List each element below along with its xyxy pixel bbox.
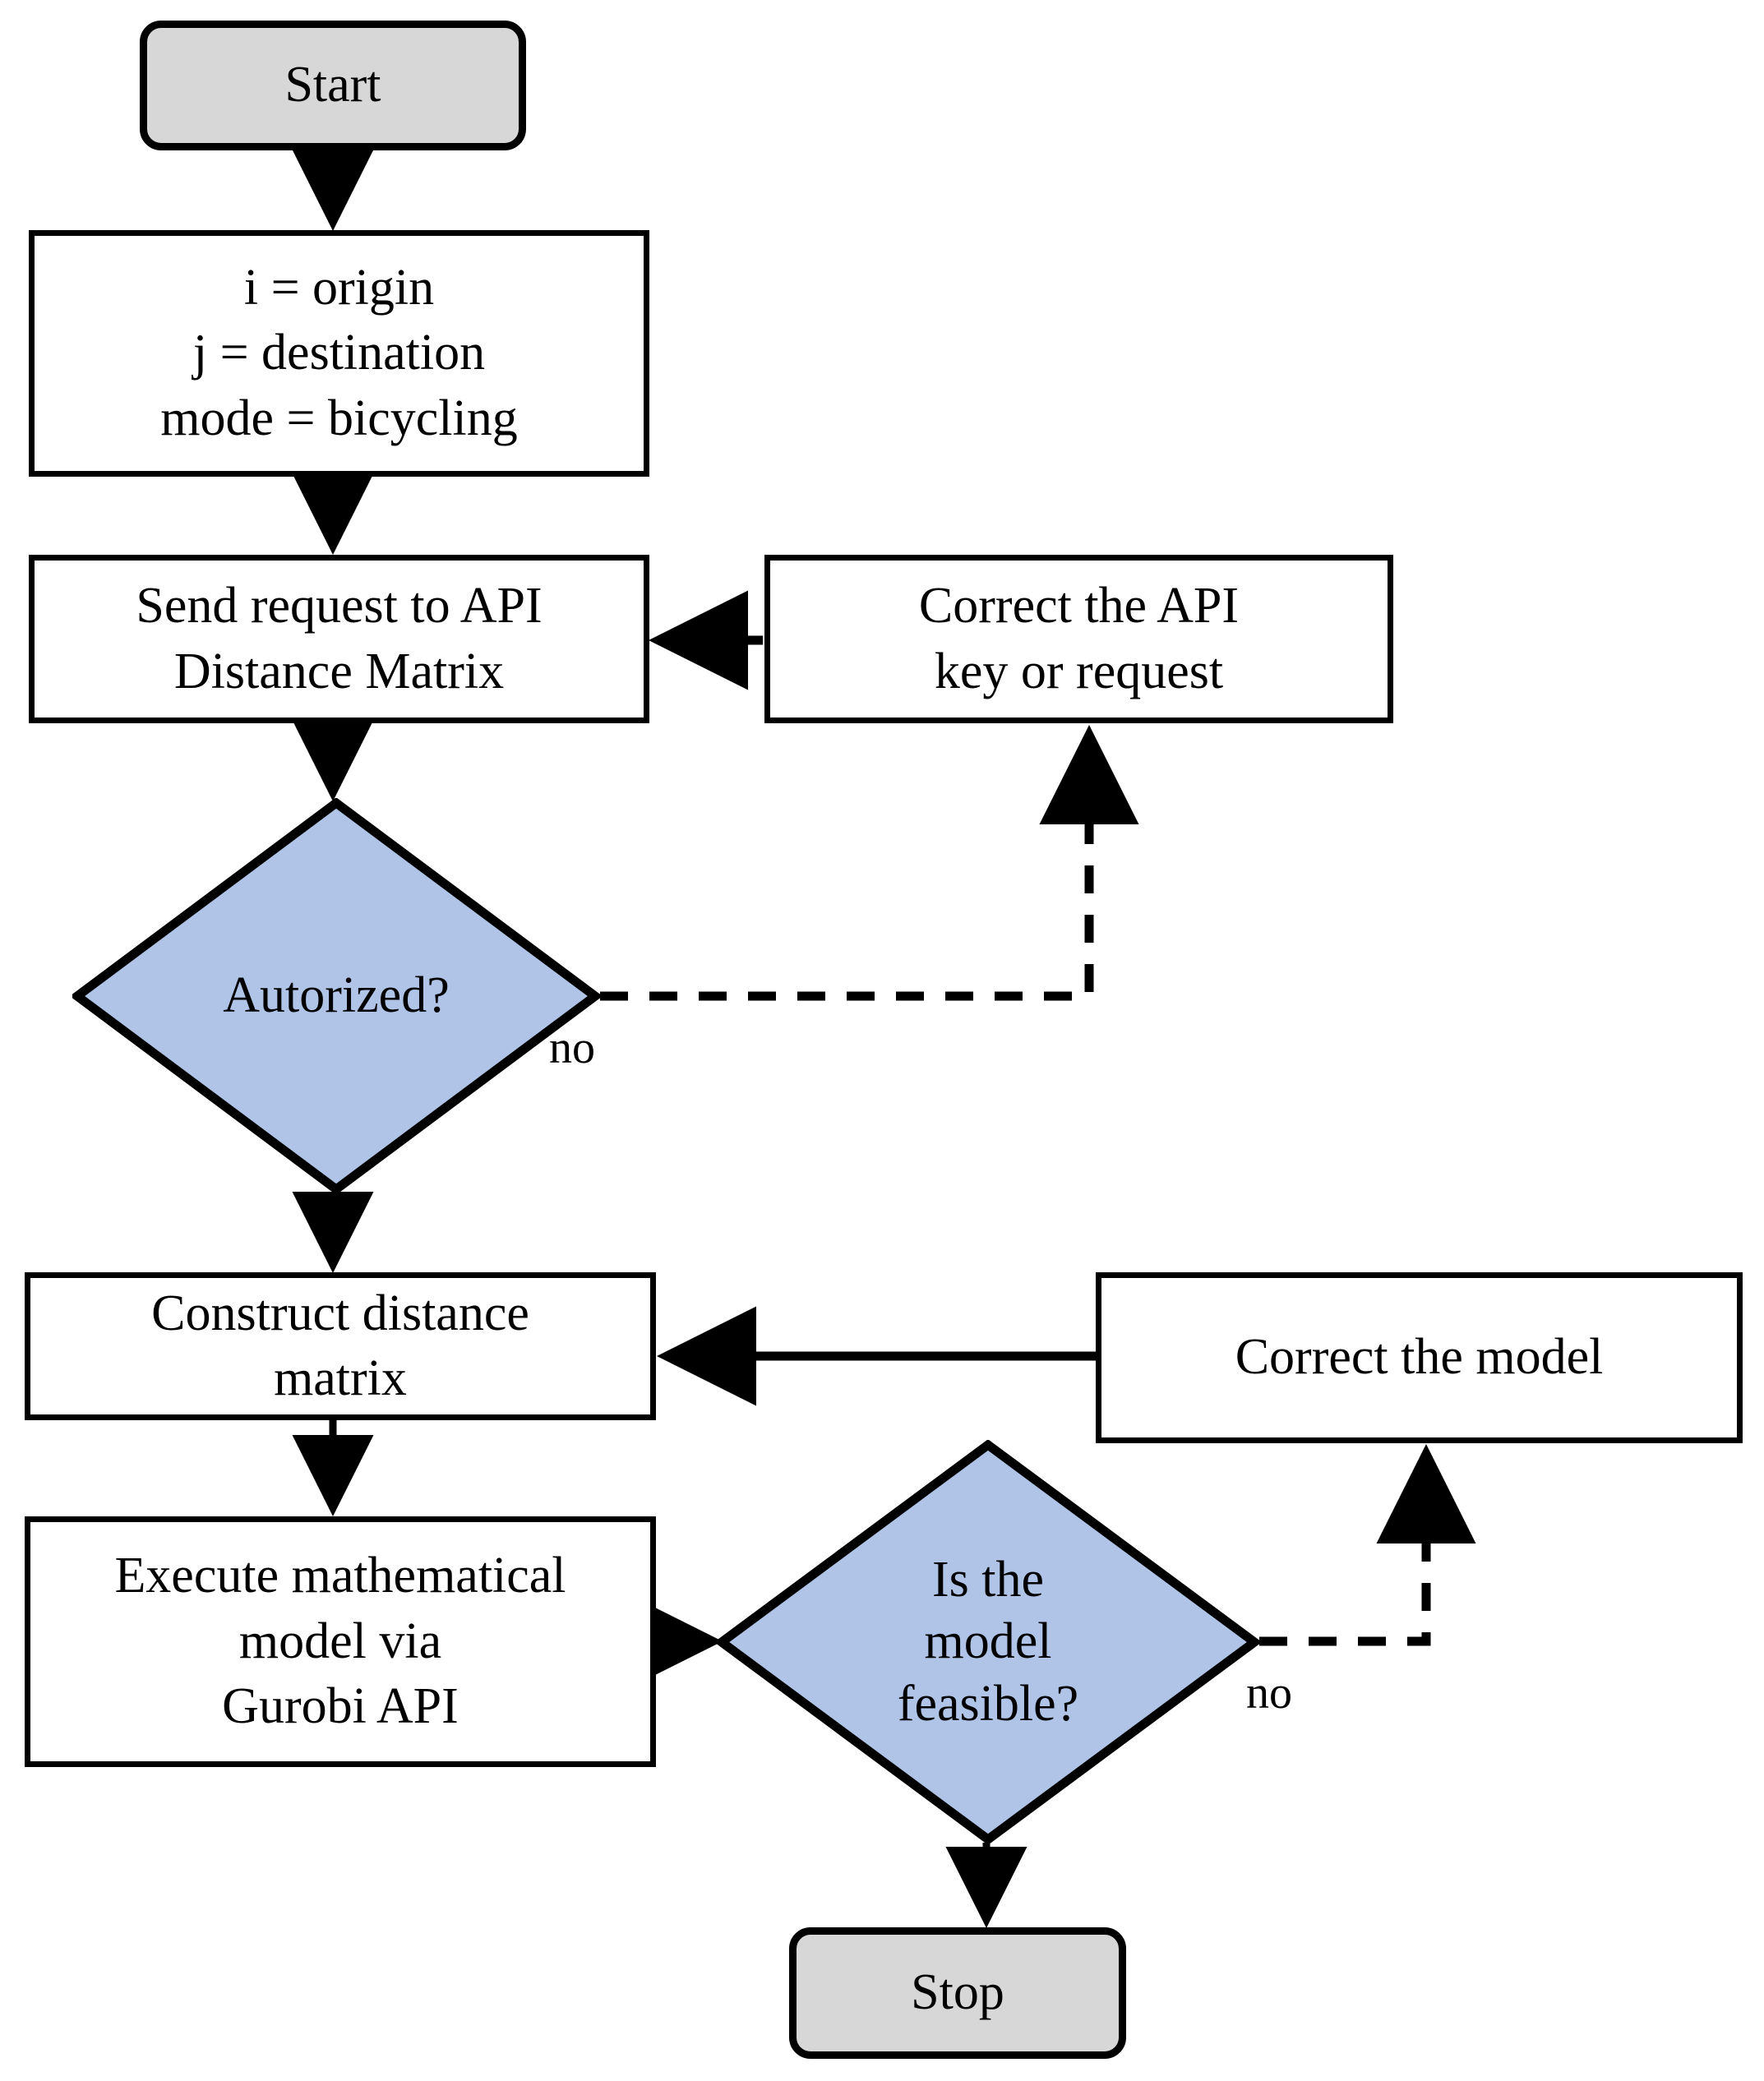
node-stop-label: Stop xyxy=(911,1964,1004,2021)
node-correct-api[interactable]: Correct the API key or request xyxy=(764,555,1393,723)
node-send-request-label: Send request to API Distance Matrix xyxy=(136,578,543,699)
node-correct-model-label: Correct the model xyxy=(1235,1329,1604,1386)
node-construct-matrix[interactable]: Construct distance matrix xyxy=(25,1272,656,1420)
feasible-diamond-shape xyxy=(717,1440,1259,1844)
node-correct-model[interactable]: Correct the model xyxy=(1096,1272,1743,1443)
edge-label-feasible-no: no xyxy=(1246,1668,1292,1719)
edge-feasible-no-to-correct-model xyxy=(1259,1444,1476,1646)
node-inputs[interactable]: i = origin j = destination mode = bicycl… xyxy=(29,230,649,477)
node-execute-model[interactable]: Execute mathematical model via Gurobi AP… xyxy=(25,1516,656,1767)
node-feasible-label: Is the model feasible? xyxy=(897,1551,1079,1732)
node-construct-matrix-label: Construct distance matrix xyxy=(151,1285,529,1406)
node-feasible[interactable]: Is the model feasible? xyxy=(717,1440,1259,1844)
node-correct-api-label: Correct the API key or request xyxy=(918,578,1240,699)
node-send-request[interactable]: Send request to API Distance Matrix xyxy=(29,555,649,723)
node-authorized[interactable]: Autorized? xyxy=(72,798,600,1194)
node-stop[interactable]: Stop xyxy=(789,1927,1126,2059)
node-start-label: Start xyxy=(284,57,381,113)
node-authorized-label: Autorized? xyxy=(223,967,450,1024)
node-inputs-label: i = origin j = destination mode = bicycl… xyxy=(160,259,518,446)
edge-authorized-no-to-correct-api xyxy=(600,725,1139,1001)
node-execute-model-label: Execute mathematical model via Gurobi AP… xyxy=(114,1548,566,1735)
authorized-diamond-shape xyxy=(72,798,600,1194)
edge-label-authorized-no: no xyxy=(549,1022,595,1073)
node-start[interactable]: Start xyxy=(140,21,526,150)
